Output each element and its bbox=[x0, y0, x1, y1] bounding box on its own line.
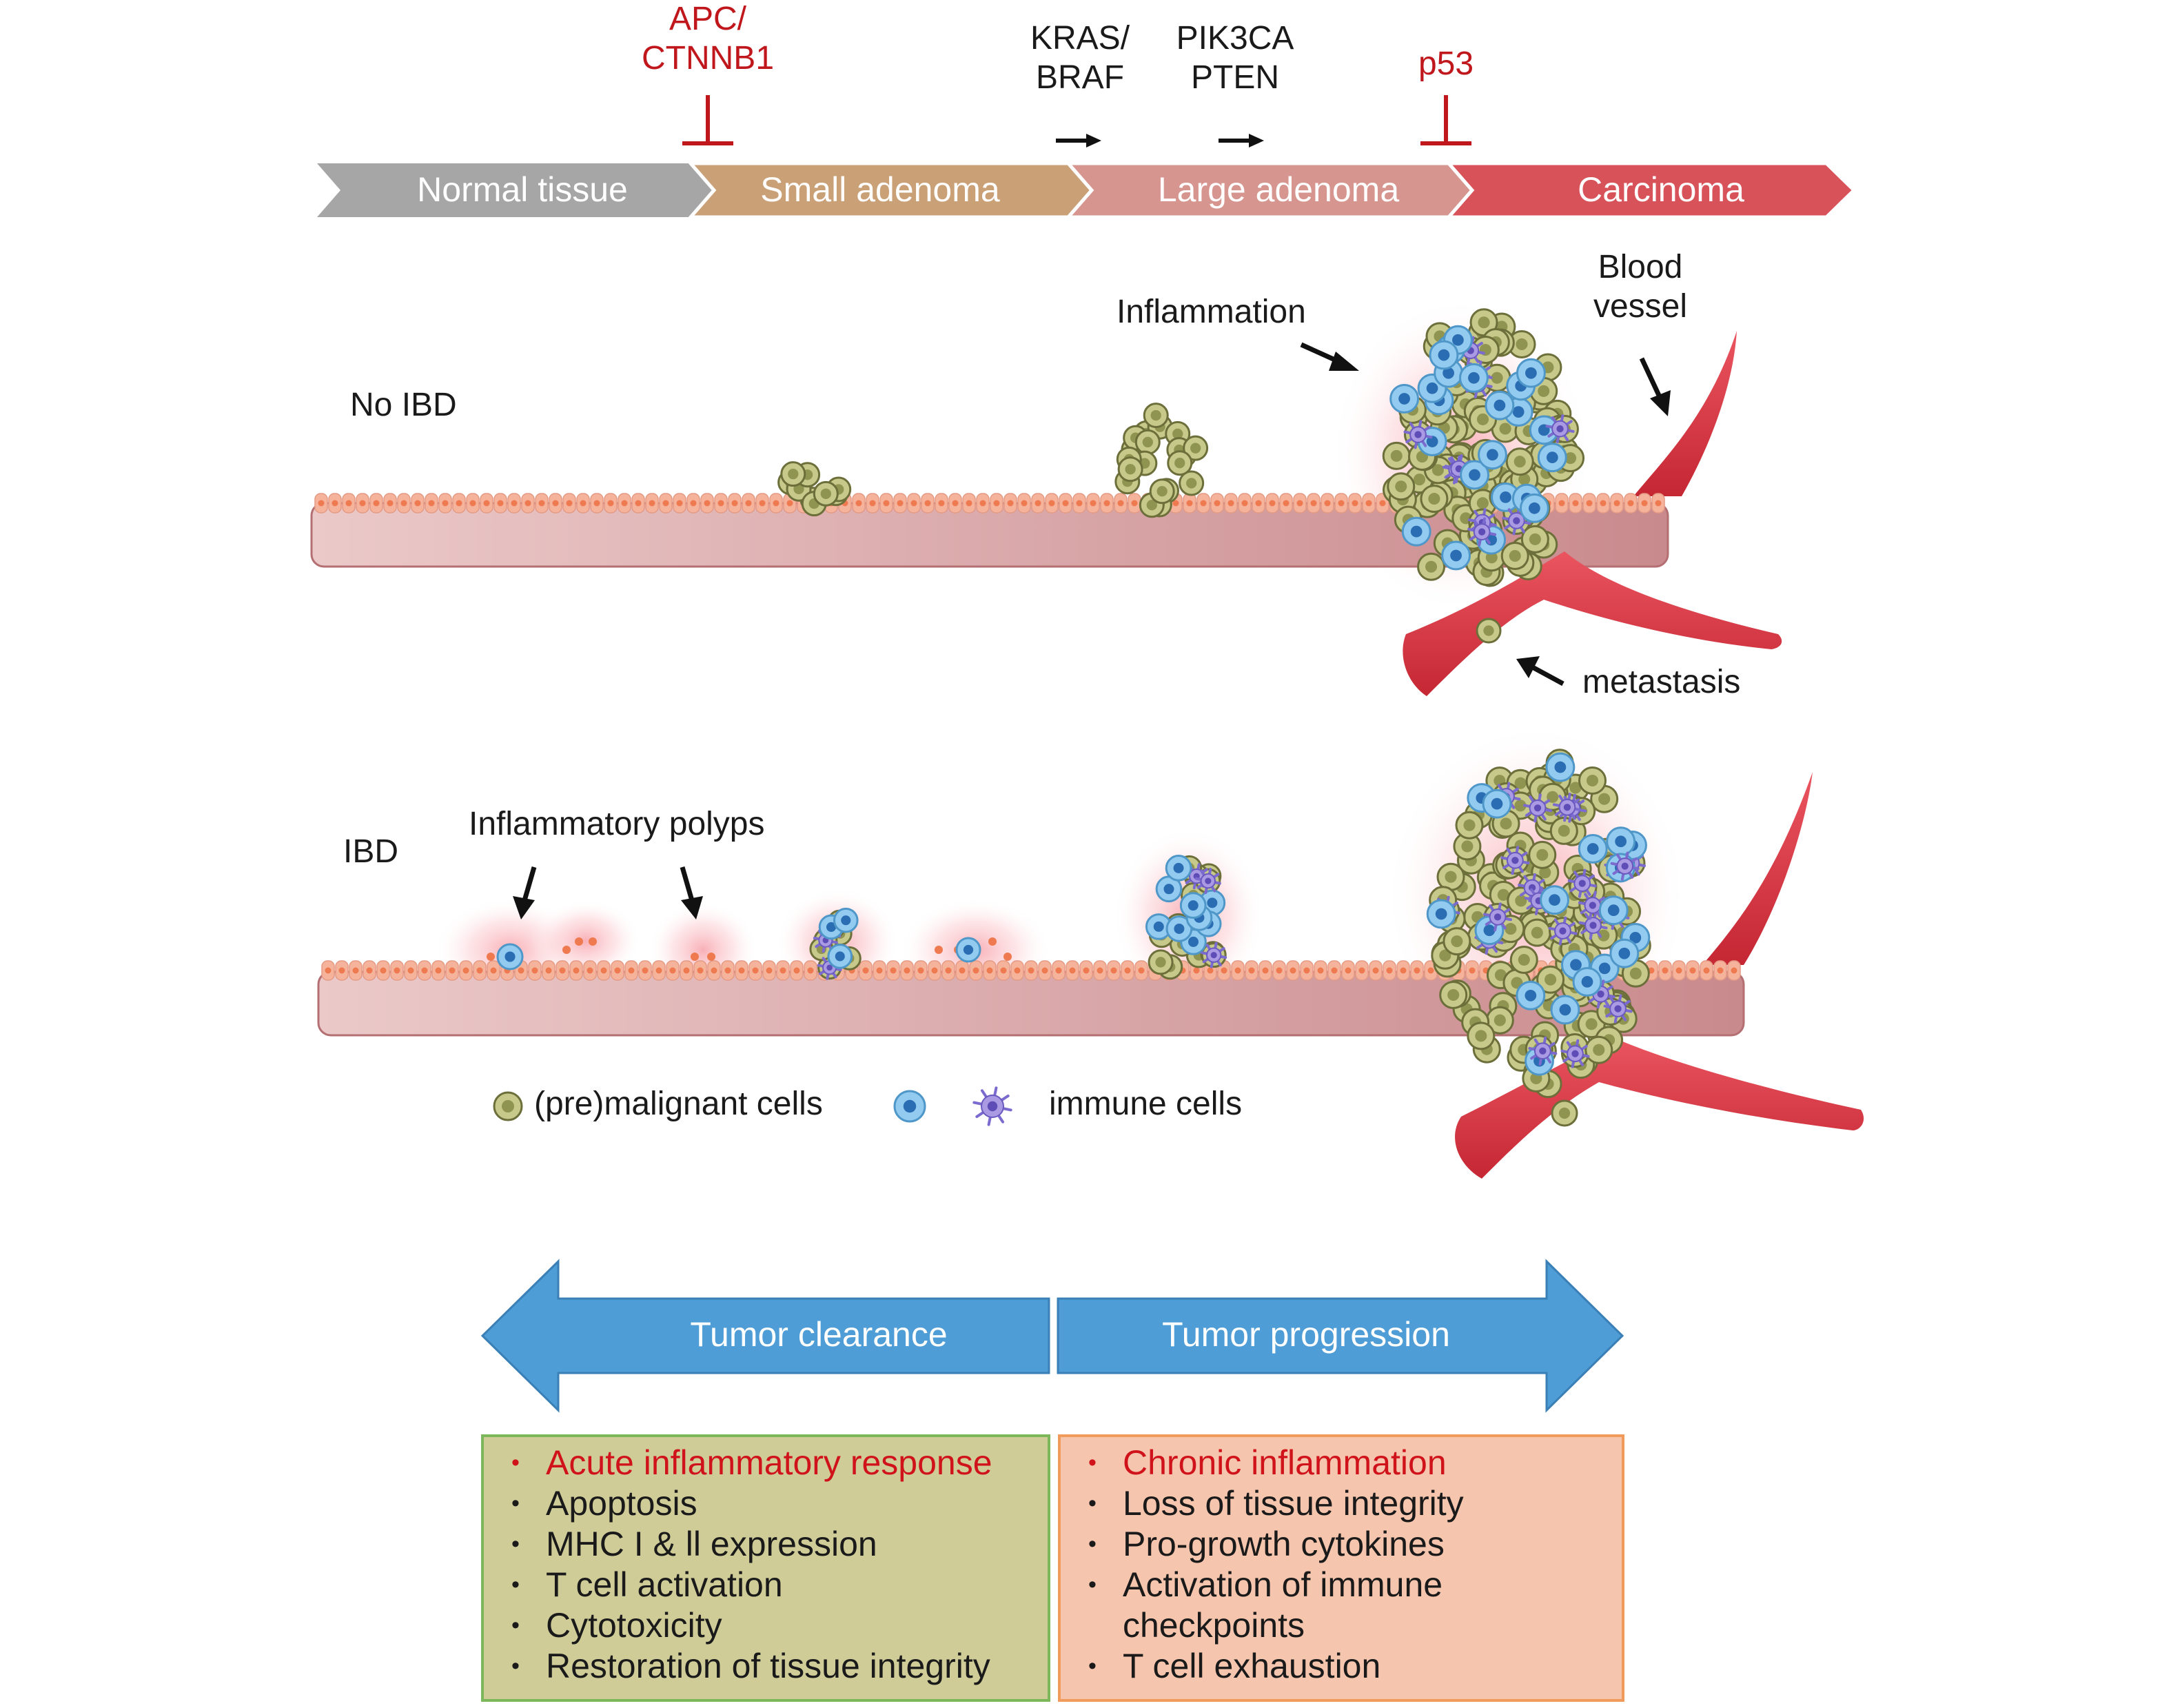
stage-carcinoma-label: Carcinoma bbox=[1578, 170, 1744, 209]
inflammatory-polyps-label: Inflammatory polyps bbox=[469, 806, 765, 842]
metastasis-arrow-icon bbox=[1516, 656, 1564, 687]
list-item: •Activation of immune checkpoints bbox=[1088, 1565, 1443, 1645]
tumor-clusters bbox=[487, 749, 1651, 1127]
list-item: •Restoration of tissue integrity bbox=[511, 1647, 990, 1685]
stage-normal-tissue bbox=[317, 163, 714, 217]
gene-p53-label: p53 bbox=[1418, 45, 1474, 82]
tumor-clusters bbox=[777, 308, 1585, 644]
ibd-label: IBD bbox=[343, 833, 399, 870]
list-item: •Pro-growth cytokines bbox=[1088, 1525, 1445, 1563]
metastasis-label: metastasis bbox=[1582, 664, 1741, 700]
progression-list: •Chronic inflammation •Loss of tissue in… bbox=[1079, 1443, 1615, 1687]
gene-apc-label: APC/ CTNNB1 bbox=[641, 1, 775, 77]
callout-arrows bbox=[513, 342, 1671, 919]
stage-bar bbox=[317, 161, 1857, 219]
list-item: •Acute inflammatory response bbox=[511, 1443, 992, 1482]
legend-immune-label: immune cells bbox=[1049, 1086, 1243, 1122]
legend-icons bbox=[493, 1086, 1012, 1126]
polyp-arrow-icon-2 bbox=[680, 866, 703, 919]
tumor-progression-box: •Chronic inflammation •Loss of tissue in… bbox=[1058, 1434, 1624, 1702]
legend-malignant-label: (pre)malignant cells bbox=[534, 1086, 823, 1122]
list-item: •Apoptosis bbox=[511, 1484, 697, 1523]
kras-arrow-icon bbox=[1056, 134, 1101, 148]
blood-vessel-arrow-icon bbox=[1639, 357, 1671, 416]
epithelium bbox=[321, 960, 1741, 981]
blood-vessel-lower bbox=[1455, 1037, 1864, 1179]
blood-vessel-upper bbox=[1702, 772, 1813, 965]
inflammation-arrow-icon bbox=[1300, 342, 1359, 371]
blood-vessel-label: Blood vessel bbox=[1593, 249, 1688, 325]
list-item: •Cytotoxicity bbox=[511, 1606, 722, 1645]
list-item: •T cell activation bbox=[511, 1565, 783, 1604]
apc-inhibit-icon bbox=[682, 95, 733, 145]
tumor-progression-arrow bbox=[1057, 1259, 1624, 1413]
stage-normal-label: Normal tissue bbox=[417, 170, 628, 209]
list-item: •T cell exhaustion bbox=[1088, 1647, 1381, 1685]
ibd-panel bbox=[317, 724, 1864, 1179]
inflammation-label: Inflammation bbox=[1117, 294, 1306, 330]
tumor-progression-label: Tumor progression bbox=[1162, 1315, 1450, 1354]
no-ibd-panel bbox=[310, 296, 1782, 696]
tumor-clearance-arrow bbox=[480, 1259, 1050, 1413]
list-item: •Chronic inflammation bbox=[1088, 1443, 1447, 1482]
list-item: •Loss of tissue integrity bbox=[1088, 1484, 1464, 1523]
p53-inhibit-icon bbox=[1420, 95, 1471, 145]
polyp-arrow-icon-1 bbox=[513, 866, 537, 919]
no-ibd-label: No IBD bbox=[350, 387, 457, 423]
stage-carcinoma bbox=[1445, 161, 1857, 219]
tumor-clearance-box: •Acute inflammatory response •Apoptosis … bbox=[481, 1434, 1050, 1702]
stage-small-label: Small adenoma bbox=[760, 170, 1000, 209]
gene-kras-label: KRAS/ BRAF bbox=[1030, 20, 1130, 96]
clearance-list: •Acute inflammatory response •Apoptosis … bbox=[502, 1443, 1041, 1687]
pik3ca-arrow-icon bbox=[1219, 134, 1264, 148]
tissue-layer bbox=[310, 502, 1669, 568]
tumor-clearance-label: Tumor clearance bbox=[690, 1315, 948, 1354]
list-item: •MHC I & ll expression bbox=[511, 1525, 877, 1563]
stage-large-label: Large adenoma bbox=[1157, 170, 1400, 209]
gene-pik3ca-label: PIK3CA PTEN bbox=[1176, 20, 1294, 96]
blood-vessel-upper bbox=[1633, 331, 1737, 496]
